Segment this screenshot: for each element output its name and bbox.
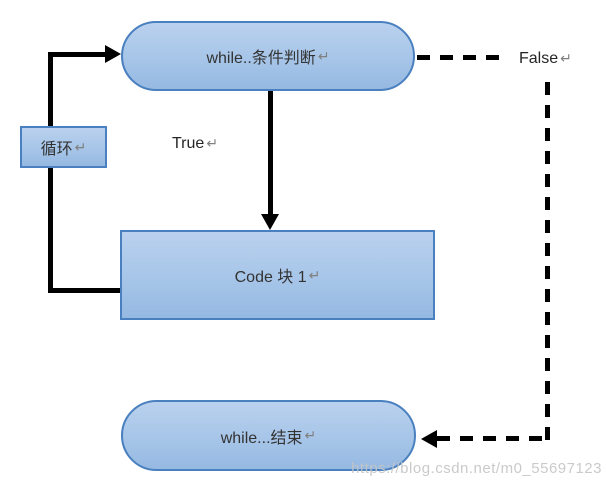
- return-mark-icon: ↵: [308, 266, 321, 283]
- watermark: https://blog.csdn.net/m0_55697123: [351, 460, 602, 477]
- arrowhead-down-icon: [261, 214, 279, 230]
- return-mark-icon: ↵: [317, 47, 330, 64]
- node-code-block-label: Code 块 1: [234, 269, 307, 286]
- false-connector-top: [417, 55, 499, 60]
- node-code-block: Code 块 1↵: [120, 230, 435, 320]
- node-while-end: while...结束↵: [121, 400, 416, 471]
- arrowhead-left-icon: [421, 430, 437, 448]
- return-mark-icon: ↵: [74, 138, 87, 155]
- node-while-end-label: while...结束: [220, 429, 303, 447]
- node-loop-tag: 循环↵: [20, 126, 107, 168]
- node-while-condition: while..条件判断↵: [121, 21, 415, 91]
- loop-connector-bottom: [48, 288, 122, 293]
- label-false: False↵: [519, 50, 572, 67]
- node-while-condition-label: while..条件判断: [206, 50, 316, 67]
- false-connector-vertical: [545, 82, 550, 441]
- label-true: True↵: [172, 135, 219, 152]
- return-mark-icon: ↵: [206, 135, 219, 151]
- return-mark-icon: ↵: [560, 50, 572, 66]
- loop-connector-top: [48, 52, 106, 57]
- false-connector-bottom: [437, 436, 548, 441]
- loop-connector-vertical: [48, 52, 53, 293]
- node-loop-tag-label: 循环: [40, 141, 73, 158]
- arrowhead-right-icon: [105, 45, 121, 63]
- return-mark-icon: ↵: [304, 427, 317, 443]
- true-connector-vertical: [268, 91, 273, 216]
